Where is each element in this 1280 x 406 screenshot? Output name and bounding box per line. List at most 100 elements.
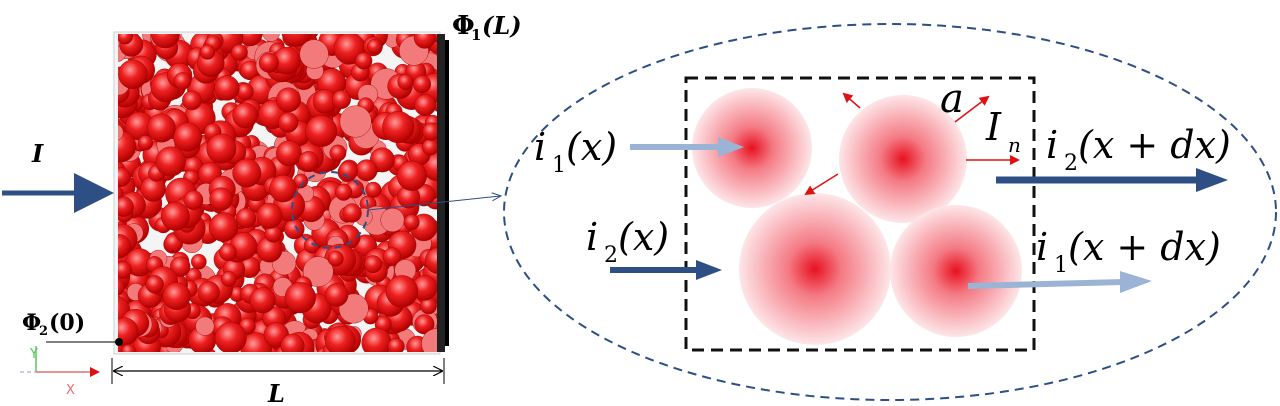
- zoom-link-arrow: [367, 196, 500, 211]
- sphere: [209, 187, 233, 211]
- sphere: [397, 73, 414, 90]
- spheres-group: [118, 34, 438, 352]
- sphere: [298, 151, 319, 172]
- origin-dot: [115, 338, 123, 346]
- sphere: [118, 261, 132, 279]
- sphere: [146, 113, 176, 143]
- sphere: [220, 271, 237, 287]
- sphere: [278, 112, 299, 133]
- sphere: [118, 278, 125, 296]
- sphere: [150, 34, 180, 49]
- sphere: [162, 282, 191, 311]
- i1x-main: i: [534, 125, 546, 169]
- sphere: [197, 281, 220, 304]
- i1x-sub: 1: [552, 153, 566, 178]
- sphere: [325, 325, 356, 352]
- red-arrow-up-left: [842, 92, 861, 109]
- sphere: [169, 256, 191, 277]
- sphere: [118, 34, 133, 45]
- sphere: [236, 82, 254, 100]
- particle-top-left: [692, 88, 812, 208]
- sphere: [342, 203, 362, 223]
- i2x-arg: (x): [618, 215, 669, 259]
- sphere: [365, 181, 382, 198]
- sphere: [414, 94, 437, 117]
- label-i1x: i 1 (x): [534, 125, 617, 178]
- sphere: [284, 218, 305, 240]
- sphere: [118, 167, 131, 188]
- phi-top-sub: 1: [471, 26, 481, 44]
- sphere: [137, 135, 154, 151]
- i2x-sub: 2: [604, 243, 618, 268]
- sphere: [118, 124, 124, 141]
- sphere: [335, 183, 353, 201]
- sphere: [249, 287, 276, 314]
- sphere: [355, 159, 378, 182]
- sphere: [339, 105, 372, 138]
- sphere: [387, 337, 405, 352]
- label-i1xdx: i 1 (x + dx): [1036, 225, 1221, 278]
- sphere: [182, 90, 202, 111]
- red-arrow-down-left: [804, 173, 839, 196]
- phi-bottom-arg: (0): [49, 310, 85, 336]
- label-i2xdx: i 2 (x + dx): [1046, 123, 1231, 176]
- sphere: [421, 328, 438, 352]
- sphere: [302, 256, 334, 288]
- sphere: [422, 122, 438, 141]
- sphere: [280, 333, 305, 352]
- i2xdx-arrow-head: [1196, 168, 1228, 192]
- sphere: [403, 214, 420, 231]
- sphere: [145, 275, 164, 294]
- sphere: [364, 255, 382, 274]
- i2x-arrow-head: [696, 260, 722, 280]
- label-In: I n: [985, 105, 1021, 157]
- i1xdx-arrow-head: [1120, 271, 1152, 293]
- electrode-edge: [445, 40, 449, 346]
- sphere: [385, 275, 419, 308]
- i1xdx-arg: (x + dx): [1068, 225, 1221, 269]
- sphere: [173, 72, 192, 90]
- control-volume-box: [684, 76, 1036, 352]
- sphere: [413, 34, 436, 49]
- sphere: [230, 44, 248, 61]
- i2xdx-main: i: [1046, 123, 1058, 167]
- sphere: [355, 52, 373, 70]
- sphere: [382, 111, 415, 144]
- sphere: [155, 146, 186, 177]
- sphere: [284, 282, 316, 314]
- sphere: [382, 247, 402, 266]
- i1xdx-sub: 1: [1054, 253, 1068, 278]
- sphere: [380, 207, 405, 232]
- sphere: [173, 122, 203, 152]
- label-i2x: i 2 (x): [586, 215, 669, 268]
- particle-bottom-left: [739, 193, 891, 345]
- i1xdx-arrow-shaft: [967, 279, 1125, 289]
- sphere: [338, 161, 358, 181]
- sphere: [214, 322, 247, 352]
- sphere: [195, 316, 215, 336]
- sphere: [219, 243, 237, 262]
- sphere: [414, 314, 435, 335]
- sphere: [424, 247, 438, 274]
- length-dimension: L: [111, 358, 445, 406]
- sphere: [199, 44, 216, 60]
- i1x-arg: (x): [566, 125, 617, 169]
- sphere: [206, 133, 237, 164]
- axis-triad: Y X: [20, 346, 100, 398]
- length-label: L: [267, 379, 285, 406]
- sphere: [190, 253, 207, 270]
- current-in-label: I: [31, 139, 44, 168]
- flow-arrows: [610, 137, 1228, 293]
- sphere: [269, 174, 297, 203]
- sphere: [256, 202, 283, 229]
- sphere: [331, 89, 351, 109]
- sphere: [366, 39, 382, 54]
- sphere: [214, 75, 240, 101]
- sphere: [299, 39, 329, 69]
- phi-bottom-sub: 2: [39, 324, 48, 339]
- i1x-arrow-head: [718, 137, 744, 157]
- sphere: [275, 140, 302, 167]
- sphere: [276, 87, 301, 113]
- particle-bottom-right: [890, 205, 1022, 337]
